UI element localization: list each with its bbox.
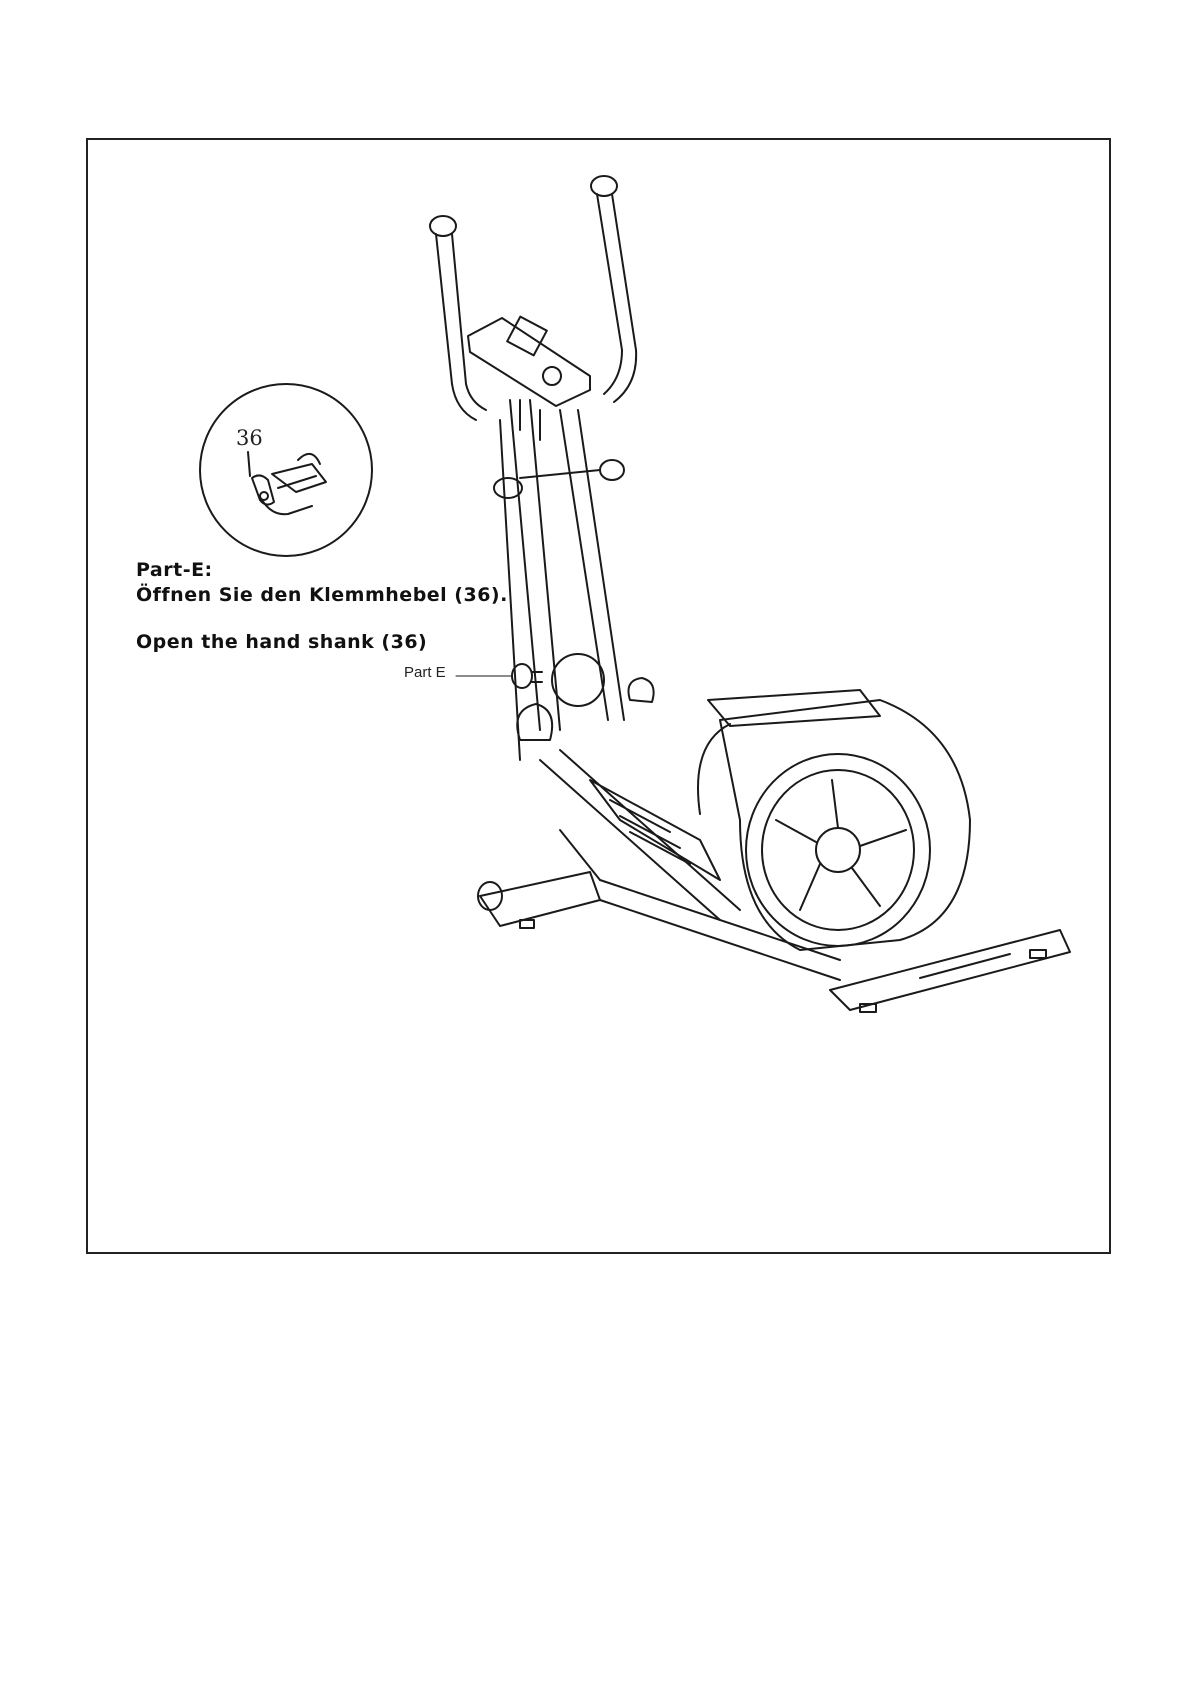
- part-e-callout-label: Part E: [404, 664, 446, 681]
- left-handlebar: [430, 216, 486, 420]
- main-frame-rail: [560, 830, 840, 980]
- front-stabilizer: [478, 872, 600, 928]
- detail-part-number: 36: [236, 426, 263, 450]
- part-e-highlight: [456, 654, 604, 706]
- mast: [494, 400, 624, 760]
- pedal-arms: [517, 678, 740, 920]
- instruction-caption: Part-E: Öffnen Sie den Klemmhebel (36). …: [136, 558, 508, 655]
- console: [468, 317, 590, 440]
- detail-inset: [200, 384, 372, 556]
- flywheel-housing: [698, 690, 970, 950]
- caption-english: Open the hand shank (36): [136, 630, 508, 655]
- caption-title: Part-E:: [136, 558, 508, 583]
- detail-leader-line: [248, 452, 250, 476]
- caption-spacer: [136, 608, 508, 630]
- right-handlebar: [591, 176, 636, 402]
- caption-german: Öffnen Sie den Klemmhebel (36).: [136, 583, 508, 608]
